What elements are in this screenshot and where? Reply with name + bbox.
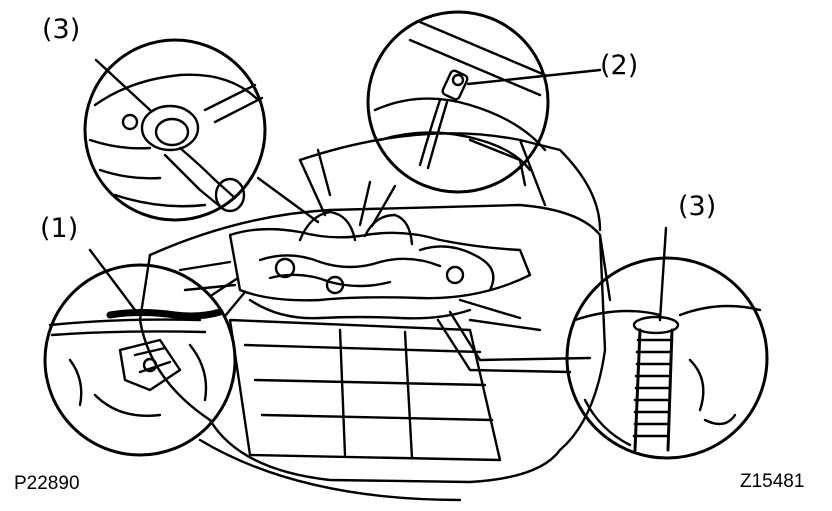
leader-lines [88, 58, 668, 374]
callout-label-middle-left: (1) [40, 213, 79, 244]
callout-label-right: (3) [678, 191, 717, 222]
figure-code-left: P22890 [14, 473, 80, 494]
figure-code-right: Z15481 [740, 471, 805, 492]
detail-circle-top-left [83, 38, 267, 222]
callout-label-top-left: (3) [42, 14, 81, 45]
callout-label-top-right: (2) [600, 50, 639, 81]
detail-circle-middle-left [43, 263, 237, 457]
detail-circle-top-right [366, 10, 550, 194]
detail-circle-right [565, 256, 769, 460]
